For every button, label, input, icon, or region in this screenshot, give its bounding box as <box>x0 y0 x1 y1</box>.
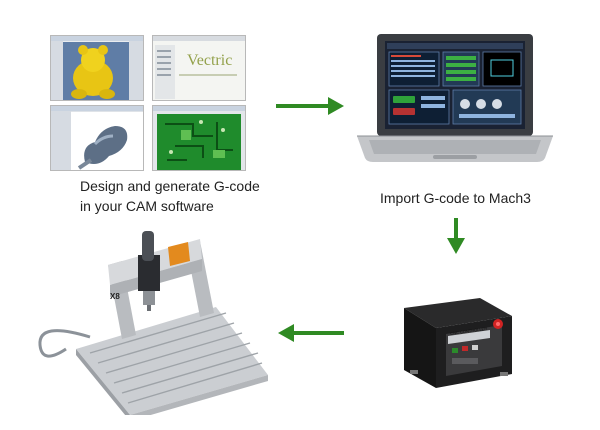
bear-model-icon <box>63 42 129 100</box>
pcb-screenshot <box>152 105 246 171</box>
design-caption: Design and generate G-code in your CAM s… <box>80 176 260 216</box>
controller-box-icon <box>404 298 512 388</box>
machine-model-label: X8 <box>110 292 120 301</box>
laptop-icon <box>357 34 553 162</box>
import-caption: Import G-code to Mach3 <box>380 190 531 206</box>
design-caption-line1: Design and generate G-code <box>80 178 260 194</box>
cad-model-screenshot <box>50 105 144 171</box>
design-caption-line2: in your CAM software <box>80 198 214 214</box>
bear-model-screenshot <box>50 35 144 101</box>
pcb-icon <box>157 114 241 170</box>
cnc-machine-icon <box>38 231 268 415</box>
vectric-logo: Vectric <box>187 52 233 69</box>
vectric-screenshot: Vectric <box>152 35 246 101</box>
cad-model-icon <box>71 112 143 170</box>
vectric-splash-icon <box>155 45 237 99</box>
